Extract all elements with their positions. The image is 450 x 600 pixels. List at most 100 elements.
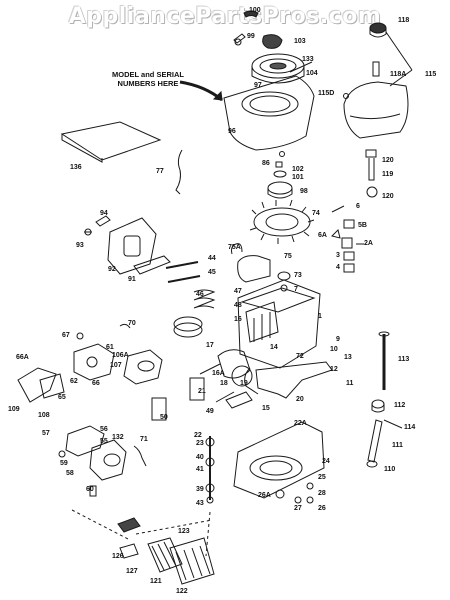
label-74: 74 bbox=[312, 210, 320, 217]
part-75 bbox=[237, 255, 271, 283]
label-126: 126 bbox=[112, 553, 124, 560]
part-46 bbox=[167, 275, 201, 283]
label-119: 119 bbox=[382, 171, 394, 178]
part-123-bracket bbox=[135, 519, 213, 535]
label-18: 18 bbox=[220, 380, 228, 387]
label-5B: 5B bbox=[358, 222, 367, 229]
label-14: 14 bbox=[270, 344, 278, 351]
label-10: 10 bbox=[330, 346, 338, 353]
label-45: 45 bbox=[208, 269, 216, 276]
label-133: 133 bbox=[302, 56, 314, 63]
part-100 bbox=[243, 10, 259, 18]
part-17 bbox=[173, 316, 203, 332]
part-101 bbox=[273, 170, 287, 178]
label-70: 70 bbox=[128, 320, 136, 327]
label-49: 49 bbox=[206, 408, 214, 415]
label-65: 65 bbox=[58, 394, 66, 401]
label-58: 58 bbox=[66, 470, 74, 477]
label-92: 92 bbox=[108, 266, 116, 273]
part-111 bbox=[367, 419, 383, 463]
label-22A: 22A bbox=[294, 420, 307, 427]
part-91 bbox=[133, 255, 171, 275]
part-77 bbox=[175, 149, 183, 195]
part-110 bbox=[366, 460, 378, 468]
label-109: 109 bbox=[8, 406, 20, 413]
label-132: 132 bbox=[112, 434, 124, 441]
part-75A bbox=[231, 243, 243, 255]
part-103 bbox=[262, 34, 283, 49]
part-122 bbox=[169, 537, 215, 585]
part-24 bbox=[233, 421, 325, 499]
part-115-tank bbox=[343, 81, 409, 139]
label-75A: 75A bbox=[228, 244, 241, 251]
label-47: 47 bbox=[234, 288, 242, 295]
part-108 bbox=[39, 373, 65, 399]
label-1: 1 bbox=[318, 313, 322, 320]
part-92 bbox=[107, 217, 157, 275]
label-136: 136 bbox=[70, 164, 82, 171]
label-103: 103 bbox=[294, 38, 306, 45]
label-75: 75 bbox=[284, 253, 292, 260]
label-11: 11 bbox=[346, 380, 354, 387]
part-71 bbox=[133, 445, 147, 467]
label-99: 99 bbox=[247, 33, 255, 40]
label-97: 97 bbox=[254, 82, 262, 89]
label-118: 118 bbox=[398, 17, 410, 24]
label-122: 122 bbox=[176, 588, 188, 595]
part-136 bbox=[60, 121, 162, 161]
part-99-body bbox=[233, 33, 246, 44]
part-114 bbox=[383, 419, 403, 429]
label-62: 62 bbox=[70, 378, 78, 385]
part-99 bbox=[234, 38, 242, 46]
label-16: 16 bbox=[234, 316, 242, 323]
part-19 bbox=[199, 363, 221, 375]
label-115D: 115D bbox=[318, 90, 335, 97]
note-line-1: MODEL and SERIAL bbox=[112, 70, 184, 79]
part-94 bbox=[95, 215, 111, 227]
label-104: 104 bbox=[306, 70, 318, 77]
label-127: 127 bbox=[126, 568, 138, 575]
part-67 bbox=[76, 332, 84, 340]
label-9: 9 bbox=[336, 336, 340, 343]
label-23: 23 bbox=[196, 440, 204, 447]
part-56 bbox=[65, 425, 105, 457]
part-70 bbox=[119, 323, 131, 329]
label-21: 21 bbox=[198, 388, 206, 395]
part-39 bbox=[205, 483, 215, 493]
part-112 bbox=[371, 399, 385, 409]
part-96 bbox=[223, 75, 315, 151]
label-13: 13 bbox=[344, 354, 352, 361]
label-86: 86 bbox=[262, 160, 270, 167]
label-17: 17 bbox=[206, 342, 214, 349]
label-114: 114 bbox=[404, 424, 416, 431]
label-94: 94 bbox=[100, 210, 108, 217]
label-26A: 26A bbox=[258, 492, 271, 499]
label-19: 19 bbox=[240, 380, 248, 387]
label-120b: 120 bbox=[382, 193, 394, 200]
label-120a: 120 bbox=[382, 157, 394, 164]
label-60: 60 bbox=[86, 486, 94, 493]
part-40 bbox=[205, 437, 215, 447]
label-46: 46 bbox=[196, 291, 204, 298]
part-74 bbox=[253, 207, 311, 237]
part-6A bbox=[331, 229, 341, 239]
label-67: 67 bbox=[62, 332, 70, 339]
part-127 bbox=[119, 543, 139, 559]
part-126 bbox=[117, 517, 141, 533]
part-41 bbox=[205, 457, 215, 467]
part-5B bbox=[343, 219, 355, 229]
label-61: 61 bbox=[106, 344, 114, 351]
label-6: 6 bbox=[356, 203, 360, 210]
label-66: 66 bbox=[92, 380, 100, 387]
label-112: 112 bbox=[394, 402, 406, 409]
label-115: 115 bbox=[425, 71, 437, 78]
part-43 bbox=[206, 496, 214, 504]
part-73 bbox=[277, 271, 291, 281]
label-59: 59 bbox=[60, 460, 68, 467]
part-66A bbox=[17, 367, 57, 403]
part-4 bbox=[343, 263, 355, 273]
label-15: 15 bbox=[262, 405, 270, 412]
label-71: 71 bbox=[140, 436, 148, 443]
part-60 bbox=[89, 485, 97, 497]
part-119 bbox=[368, 158, 375, 181]
